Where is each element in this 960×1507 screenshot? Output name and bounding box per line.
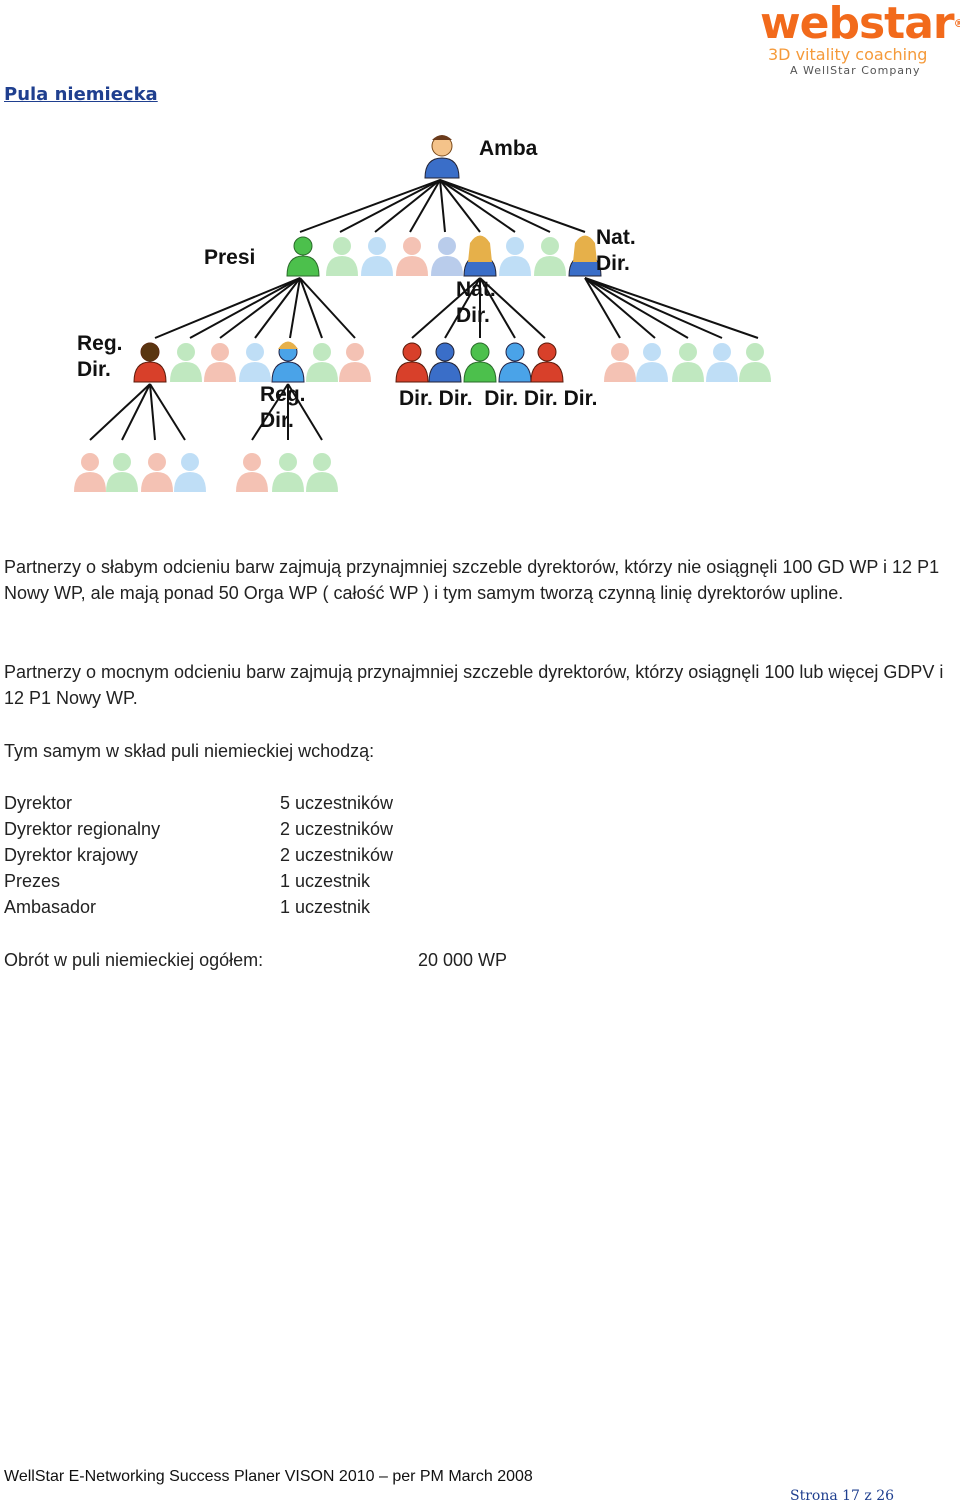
- label-presi: Presi: [204, 246, 256, 269]
- org-tree-diagram: [74, 135, 771, 492]
- total-label: Obrót w puli niemieckiej ogółem:: [4, 950, 264, 970]
- label-nat-dir-1: Nat. Dir.: [456, 278, 496, 327]
- nat-dir-person-icon-1: [463, 235, 497, 277]
- paragraph-intro: Tym samym w skład puli niemieckiej wchod…: [4, 741, 375, 761]
- logo-brand: webstar: [760, 0, 955, 49]
- logo-company: A WellStar Company: [790, 64, 921, 77]
- role-label: Dyrektor krajowy: [4, 845, 139, 865]
- role-label: Dyrektor: [4, 793, 73, 813]
- reg-dir-person-icon-1: [133, 342, 167, 383]
- page-title: Pula niemiecka: [4, 84, 158, 105]
- label-reg-dir-2: Reg. Dir.: [260, 383, 306, 432]
- label-dirs: Dir. Dir. Dir. Dir. Dir.: [399, 387, 598, 410]
- label-nat-dir-2: Nat. Dir.: [596, 226, 636, 275]
- paragraph-strong: Partnerzy o mocnym odcieniu barw zajmują…: [4, 662, 944, 708]
- label-amba: Amba: [479, 137, 538, 160]
- label-reg-dir-1: Reg. Dir.: [77, 332, 123, 381]
- total-value: 20 000 WP: [418, 950, 508, 970]
- reg-dir-person-icon-2: [271, 341, 305, 383]
- faded-person-icons-level3: [74, 453, 338, 492]
- faded-person-icons-natdir2: [604, 343, 771, 382]
- role-count: 5 uczestników: [280, 793, 394, 813]
- logo-tagline: 3D vitality coaching: [768, 45, 928, 64]
- paragraph-weak: Partnerzy o słabym odcieniu barw zajmują…: [4, 557, 940, 603]
- page-number: Strona 17 z 26: [790, 1488, 895, 1504]
- presi-person-icon: [286, 236, 320, 277]
- role-label: Prezes: [4, 871, 61, 891]
- faded-person-icons-presi: [170, 343, 371, 382]
- role-count: 1 uczestnik: [280, 897, 371, 917]
- role-count: 1 uczestnik: [280, 871, 371, 891]
- root-person-icon: [424, 135, 460, 179]
- footer-text: WellStar E-Networking Success Planer VIS…: [4, 1468, 533, 1485]
- role-label: Dyrektor regionalny: [4, 819, 161, 839]
- webstar-logo: webstar® 3D vitality coaching A WellStar…: [760, 0, 960, 78]
- role-count: 2 uczestników: [280, 819, 394, 839]
- faded-person-icons-level1: [326, 237, 566, 276]
- role-count: 2 uczestników: [280, 845, 394, 865]
- role-label: Ambasador: [4, 897, 97, 917]
- nat-dir-person-icon-2: [568, 235, 602, 277]
- dir-person-icons: [395, 342, 564, 383]
